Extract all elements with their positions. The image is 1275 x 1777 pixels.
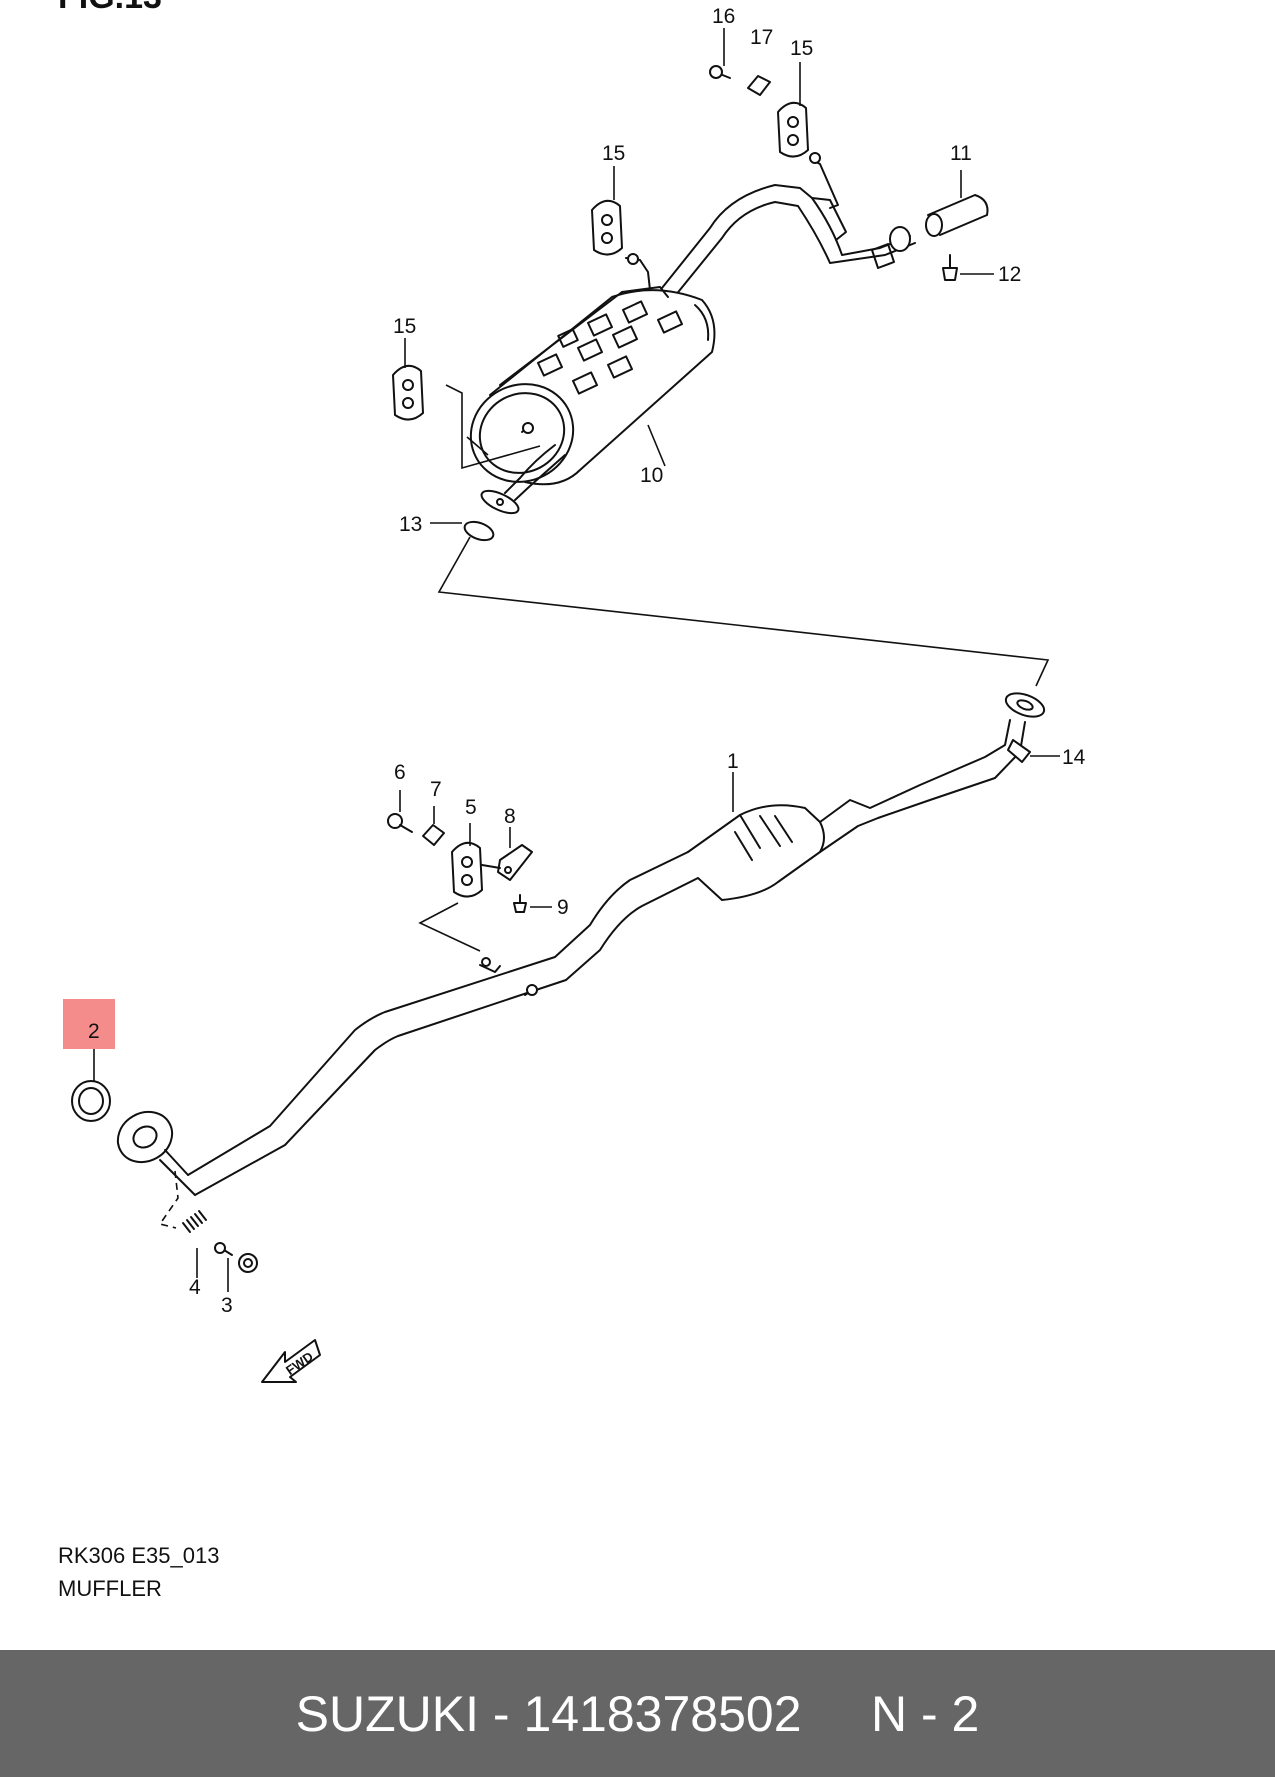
hanger-15-left <box>392 364 424 421</box>
bolt-3 <box>214 1242 258 1273</box>
highlight-box <box>63 999 115 1049</box>
tail-pipe <box>661 152 916 297</box>
bracket-8 <box>481 844 533 881</box>
figure-title: MUFFLER <box>58 1576 162 1601</box>
callout-12: 12 <box>998 263 1021 286</box>
leader-lines <box>93 28 1060 1292</box>
callout-11: 11 <box>950 142 972 165</box>
hanger-15-top <box>777 101 809 158</box>
callout-7: 7 <box>430 778 442 801</box>
footer-part-number: SUZUKI - 1418378502 N - 2 <box>295 1685 980 1742</box>
callout-10: 10 <box>640 464 663 487</box>
exhaust-pipe-assembly <box>116 692 1046 1196</box>
seal-ring-2 <box>71 1080 111 1122</box>
figure-label: FIG.13 <box>58 0 162 16</box>
callout-6: 6 <box>394 761 406 784</box>
fwd-arrow-icon <box>261 1339 321 1383</box>
callout-17: 17 <box>750 26 773 49</box>
callout-9: 9 <box>557 896 569 919</box>
callout-15-middle: 15 <box>602 142 625 165</box>
callout-3: 3 <box>221 1294 233 1317</box>
callout-16: 16 <box>712 5 735 28</box>
callout-5: 5 <box>465 796 477 819</box>
spring-4 <box>182 1210 207 1233</box>
callout-2: 2 <box>88 1020 100 1043</box>
callout-15-top: 15 <box>790 37 813 60</box>
pipe-11 <box>925 194 989 237</box>
bolt-6 <box>387 813 413 833</box>
hanger-15-middle <box>591 199 623 256</box>
collar-17 <box>747 75 771 96</box>
callout-8: 8 <box>504 805 516 828</box>
bolt-9 <box>513 894 527 913</box>
muffler <box>469 253 716 515</box>
bolt-12 <box>942 254 958 281</box>
bolt-16 <box>709 65 731 79</box>
hanger-5 <box>451 841 483 898</box>
footer-bar: SUZUKI - 1418378502 N - 2 <box>0 1650 1275 1777</box>
collar-7 <box>422 824 445 846</box>
callout-1: 1 <box>727 750 739 773</box>
callout-4: 4 <box>189 1276 201 1299</box>
figure-reference-code: RK306 E35_013 <box>58 1543 220 1568</box>
callout-14: 14 <box>1062 746 1086 769</box>
callout-13: 13 <box>399 513 422 536</box>
callout-15-left: 15 <box>393 315 416 338</box>
exhaust-diagram: FIG.13 <box>58 0 1086 1383</box>
gasket-13 <box>463 520 495 542</box>
